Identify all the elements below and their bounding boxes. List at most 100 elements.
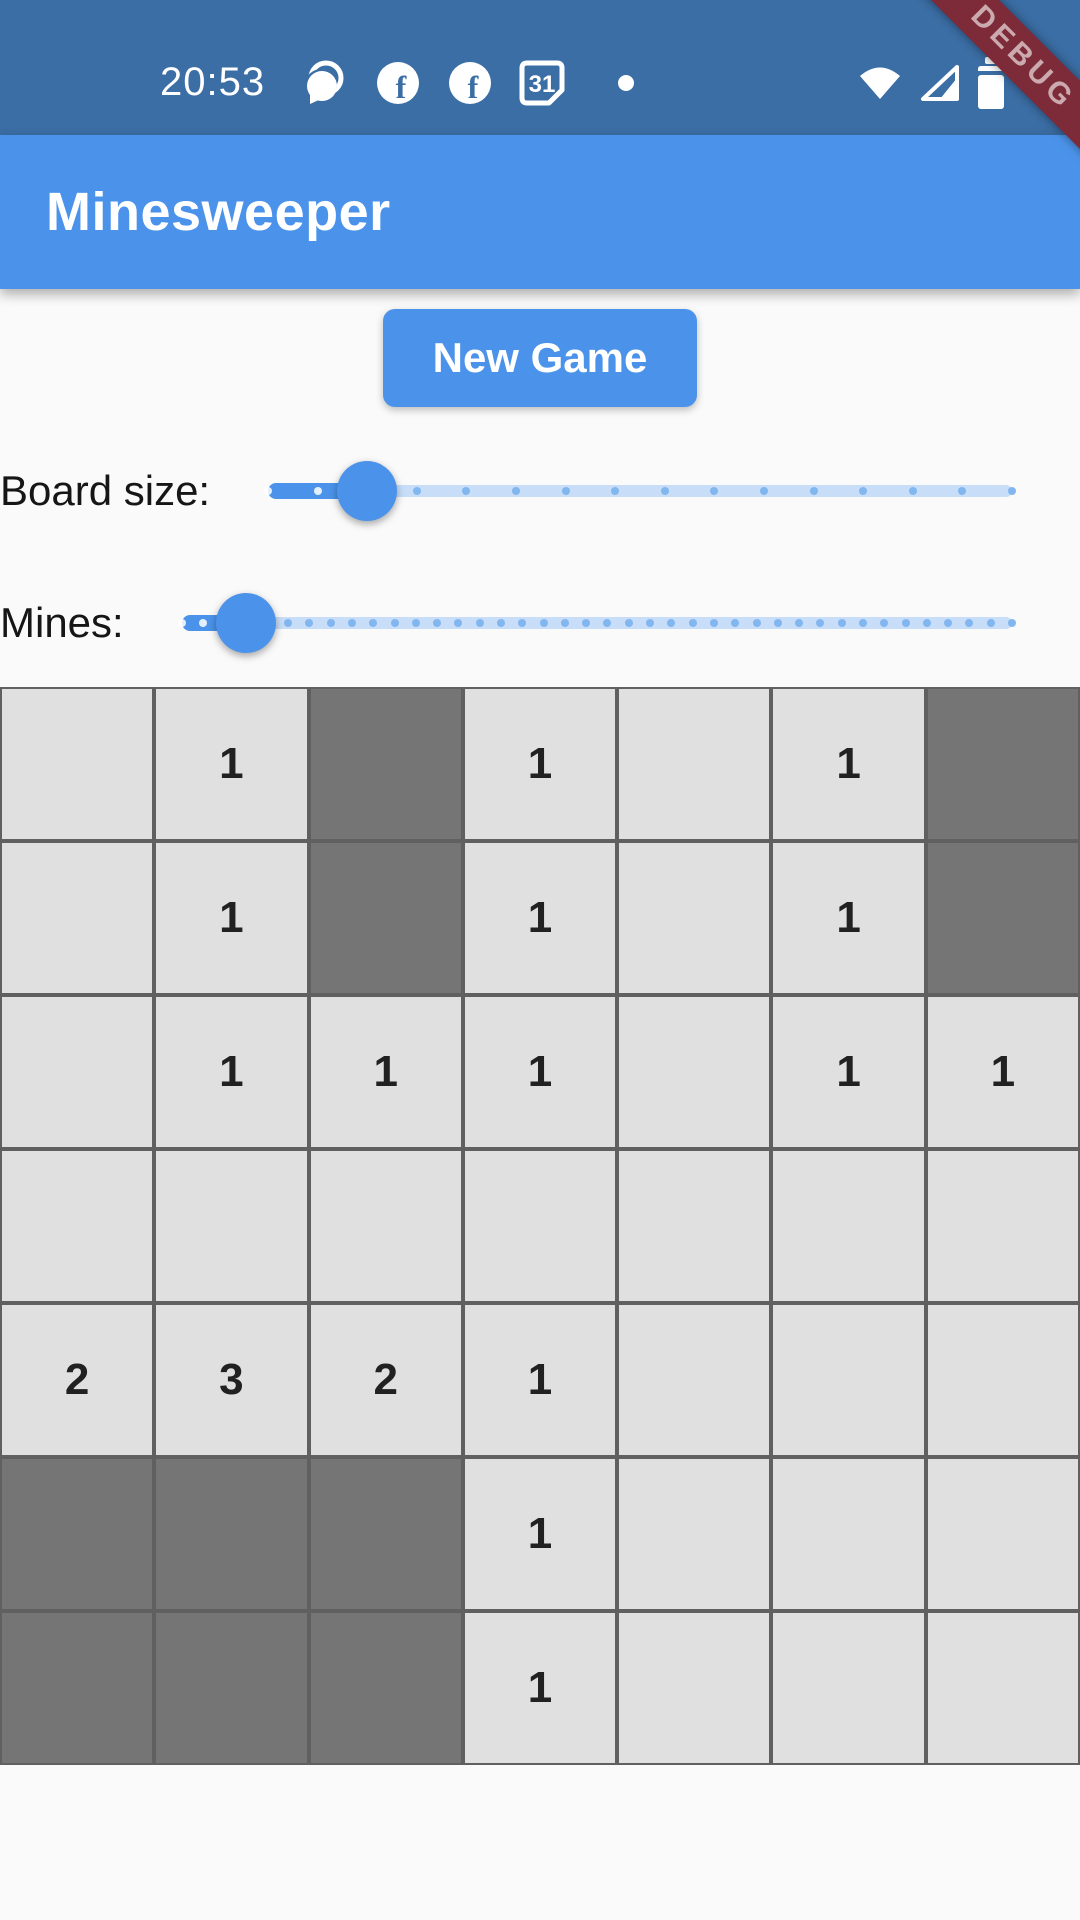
slider-tick (1008, 619, 1016, 627)
cell-revealed[interactable] (0, 841, 155, 995)
slider-tick (390, 619, 399, 627)
cell-covered[interactable] (308, 1457, 463, 1611)
slider-tick (313, 487, 322, 495)
system-icons (857, 56, 1005, 109)
slider-tick (348, 619, 357, 627)
cell-revealed[interactable]: 1 (462, 1457, 618, 1611)
mines-row: Mines: (0, 575, 1080, 671)
cell-revealed[interactable] (0, 995, 155, 1149)
cell-covered[interactable] (0, 1457, 155, 1611)
cell-revealed[interactable]: 1 (771, 841, 926, 995)
clock: 20:53 (160, 60, 266, 104)
slider-tick (908, 487, 917, 495)
cell-revealed[interactable]: 1 (462, 995, 618, 1149)
slider-tick (880, 619, 889, 627)
slider-tick (475, 619, 484, 627)
cell-revealed[interactable] (925, 1303, 1080, 1457)
mines-slider[interactable] (177, 593, 1016, 653)
cell-covered[interactable] (308, 841, 463, 995)
slider-tick (660, 487, 669, 495)
slider-tick (837, 619, 846, 627)
cell-revealed[interactable] (771, 1149, 926, 1303)
cell-covered[interactable] (925, 687, 1080, 841)
cell-revealed[interactable] (617, 1611, 772, 1765)
new-game-button[interactable]: New Game (382, 309, 698, 407)
slider-tick (512, 487, 521, 495)
slider-tick (1008, 487, 1016, 495)
slider-tick (264, 487, 273, 495)
cell-revealed[interactable] (617, 841, 772, 995)
calendar-icon: 31 (519, 60, 565, 105)
cell-revealed[interactable]: 1 (462, 1611, 618, 1765)
cell-revealed[interactable]: 1 (154, 995, 309, 1149)
notification-icons: f f 31 (299, 59, 635, 107)
slider-tick (454, 619, 463, 627)
slider-tick (518, 619, 527, 627)
cell-revealed[interactable]: 1 (308, 995, 463, 1149)
cell-covered[interactable] (925, 841, 1080, 995)
slider-tick (497, 619, 506, 627)
slider-track[interactable] (181, 617, 1012, 629)
svg-text:f: f (468, 69, 479, 105)
svg-text:f: f (396, 69, 407, 105)
slider-tick (688, 619, 697, 627)
cell-revealed[interactable] (771, 1457, 926, 1611)
slider-tick (760, 487, 769, 495)
cell-revealed[interactable]: 1 (462, 841, 618, 995)
facebook-icon: f (449, 61, 492, 105)
cell-revealed[interactable] (925, 1611, 1080, 1765)
cell-revealed[interactable] (771, 1303, 926, 1457)
slider-tick (411, 619, 420, 627)
cell-revealed[interactable] (617, 1303, 772, 1457)
cell-revealed[interactable]: 1 (462, 1303, 618, 1457)
cell-revealed[interactable] (925, 1457, 1080, 1611)
slider-tick (816, 619, 825, 627)
cell-revealed[interactable]: 3 (154, 1303, 309, 1457)
slider-thumb[interactable] (337, 461, 398, 521)
slider-track[interactable] (268, 485, 1012, 497)
cell-revealed[interactable]: 1 (462, 687, 618, 841)
cell-revealed[interactable]: 1 (154, 841, 309, 995)
cell-revealed[interactable] (0, 687, 155, 841)
slider-tick (369, 619, 378, 627)
cell-revealed[interactable] (308, 1149, 463, 1303)
svg-text:31: 31 (529, 71, 556, 98)
cell-revealed[interactable] (617, 1149, 772, 1303)
cell-revealed[interactable] (617, 1457, 772, 1611)
cell-revealed[interactable]: 1 (154, 687, 309, 841)
board-size-slider[interactable] (264, 461, 1016, 521)
cell-covered[interactable] (308, 1611, 463, 1765)
cell-revealed[interactable] (462, 1149, 618, 1303)
slider-tick (560, 619, 569, 627)
cell-revealed[interactable]: 1 (771, 995, 926, 1149)
cell-revealed[interactable] (617, 995, 772, 1149)
cell-revealed[interactable]: 2 (0, 1303, 155, 1457)
cell-revealed[interactable] (925, 1149, 1080, 1303)
facebook-icon: f (377, 61, 420, 105)
cell-revealed[interactable]: 2 (308, 1303, 463, 1457)
slider-tick (284, 619, 293, 627)
cell-covered[interactable] (154, 1457, 309, 1611)
slider-tick (412, 487, 421, 495)
slider-tick (859, 487, 868, 495)
cell-revealed[interactable]: 1 (771, 687, 926, 841)
board-size-row: Board size: (0, 443, 1080, 539)
slider-tick (326, 619, 335, 627)
status-bar: 20:53 f f 31 (0, 0, 1080, 135)
cell-covered[interactable] (154, 1611, 309, 1765)
cell-revealed[interactable] (154, 1149, 309, 1303)
cell-covered[interactable] (0, 1611, 155, 1765)
cell-revealed[interactable] (771, 1611, 926, 1765)
slider-tick (710, 487, 719, 495)
cell-covered[interactable] (308, 687, 463, 841)
slider-tick (582, 619, 591, 627)
cell-revealed[interactable] (0, 1149, 155, 1303)
slider-thumb[interactable] (215, 593, 276, 653)
slider-tick (809, 487, 818, 495)
slider-tick (305, 619, 314, 627)
slider-tick (752, 619, 761, 627)
cell-revealed[interactable] (617, 687, 772, 841)
cell-revealed[interactable]: 1 (925, 995, 1080, 1149)
slider-tick (944, 619, 953, 627)
